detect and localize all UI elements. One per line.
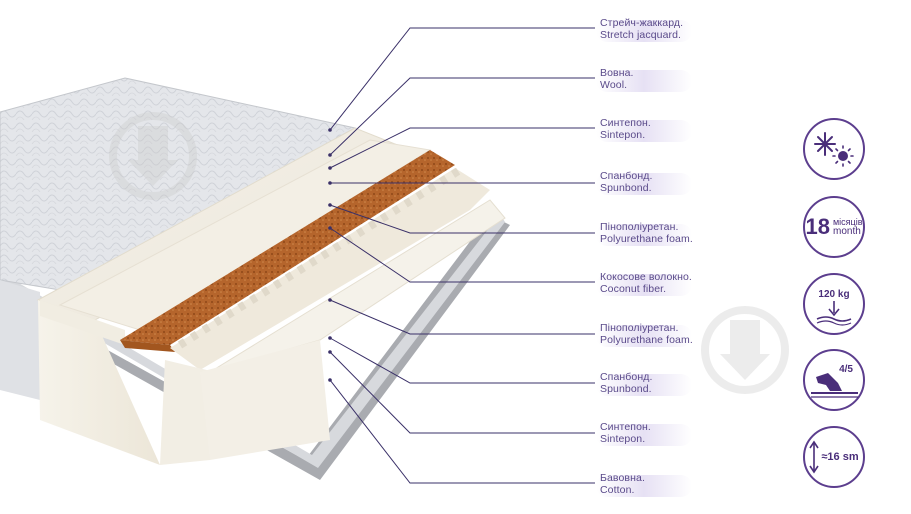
- layer-name-en: Wool.: [600, 79, 628, 91]
- warranty-text: місяців month: [832, 217, 863, 237]
- height-badge: ≈16 sm: [803, 426, 865, 488]
- layer-label: Стрейч-жаккард.Stretch jacquard.: [596, 17, 692, 42]
- hand-pressing-icon: [811, 373, 858, 398]
- layer-name-en: Polyurethane foam.: [600, 233, 693, 245]
- layer-label: Пінополіуретан.Polyurethane foam.: [596, 322, 693, 347]
- layer-name-ua: Синтепон.: [600, 421, 651, 433]
- firmness-badge: 4/5: [803, 349, 865, 411]
- warranty-number: 18: [805, 214, 830, 239]
- warranty-badge: 18 місяців month: [803, 196, 865, 258]
- layer-label: Пінополіуретан.Polyurethane foam.: [596, 221, 693, 246]
- layer-name-ua: Синтепон.: [600, 117, 651, 129]
- warranty-unit-en: month: [832, 226, 861, 237]
- layer-name-en: Cotton.: [600, 484, 635, 496]
- snowflake-sun-icon: [814, 132, 854, 167]
- layer-name-ua: Спанбонд.: [600, 371, 653, 383]
- layer-name-ua: Кокосове волокно.: [600, 271, 692, 283]
- layer-label: Синтепон.Sintepon.: [596, 117, 692, 142]
- max-weight-value: 120 kg: [818, 289, 850, 300]
- weight-arrow-icon: [816, 301, 852, 326]
- max-weight-badge: 120 kg: [803, 273, 865, 335]
- layer-label: Вовна.Wool.: [596, 67, 692, 92]
- layer-label: Синтепон.Sintepon.: [596, 421, 692, 446]
- layer-name-ua: Пінополіуретан.: [600, 221, 679, 233]
- layer-label: Кокосове волокно.Coconut fiber.: [596, 271, 692, 296]
- layer-name-en: Polyurethane foam.: [600, 334, 693, 346]
- season-badge: [803, 118, 865, 180]
- height-value: ≈16 sm: [821, 451, 859, 463]
- layer-name-ua: Вовна.: [600, 67, 634, 79]
- layer-label: Бавовна.Cotton.: [596, 472, 692, 497]
- layer-label: Спанбонд.Spunbond.: [596, 170, 692, 195]
- layer-name-en: Sintepon.: [600, 433, 646, 445]
- layer-name-en: Stretch jacquard.: [600, 29, 682, 41]
- layer-name-en: Spunbond.: [600, 383, 652, 395]
- layer-name-en: Sintepon.: [600, 129, 646, 141]
- convoluted-foam: [170, 168, 490, 370]
- layer-label: Спанбонд.Spunbond.: [596, 371, 692, 396]
- layer-name-en: Coconut fiber.: [600, 283, 667, 295]
- layer-name-ua: Бавовна.: [600, 472, 645, 484]
- layer-name-ua: Стрейч-жаккард.: [600, 17, 684, 29]
- double-arrow-vertical-icon: [809, 440, 820, 474]
- layer-name-ua: Спанбонд.: [600, 170, 653, 182]
- coconut-fiber-layer: [120, 150, 455, 345]
- warranty-unit-ua: місяців: [832, 217, 863, 227]
- layer-name-ua: Пінополіуретан.: [600, 322, 679, 334]
- firmness-value: 4/5: [839, 364, 853, 375]
- layer-name-en: Spunbond.: [600, 182, 652, 194]
